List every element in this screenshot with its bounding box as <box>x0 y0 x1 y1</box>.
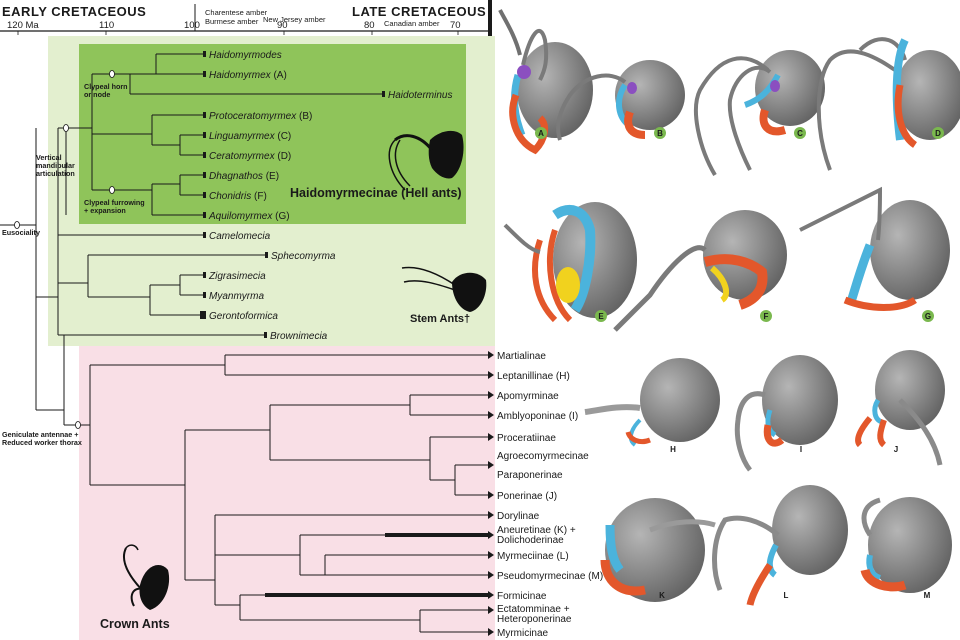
panel-label-d: D <box>935 129 941 138</box>
hell-ant-taxa: Haidomyrmodes Haidomyrmex (A) Haidotermi… <box>208 50 452 222</box>
geniculate-label-2: Reduced worker thorax <box>2 438 82 447</box>
taxon-ceratomyrmex: Ceratomyrmex (D) <box>209 151 291 162</box>
panel-label-f: F <box>764 312 769 321</box>
taxon-ponerinae: Ponerinae (J) <box>497 491 557 502</box>
taxon-amblyoponinae: Amblyoponinae (I) <box>497 411 578 422</box>
taxon-aneuretinae: Aneuretinae (K) + <box>497 525 576 536</box>
crown-ant-silhouette-icon <box>123 544 170 610</box>
specimen-h-illustration: H <box>584 358 720 454</box>
specimen-e-illustration: E <box>503 202 637 323</box>
tick-90: 90 <box>277 20 288 31</box>
charentese-amber-label: Charentese amber <box>205 8 268 17</box>
tick-100: 100 <box>184 20 200 31</box>
taxon-dorylinae: Dorylinae <box>497 511 540 522</box>
taxon-myanmyrma: Myanmyrma <box>209 291 264 302</box>
panel-label-i: I <box>800 445 802 454</box>
taxon-paraponerinae: Paraponerinae <box>497 470 563 481</box>
clypeal-horn-label-2: or node <box>84 90 110 99</box>
panel-label-m: M <box>924 591 931 600</box>
hell-ant-silhouette-icon <box>388 130 464 191</box>
burmese-amber-label: Burmese amber <box>205 17 259 26</box>
panel-label-h: H <box>670 445 676 454</box>
panel-label-j: J <box>894 445 898 454</box>
specimen-f-illustration: F <box>613 210 787 332</box>
stem-ant-silhouette-icon <box>401 266 487 312</box>
taxon-myrmeciinae: Myrmeciinae (L) <box>497 551 569 562</box>
taxon-protoceratomyrmex: Protoceratomyrmex (B) <box>209 111 312 122</box>
panel-label-k: K <box>659 591 665 600</box>
specimen-b-illustration: B <box>556 60 685 141</box>
time-scale: EARLY CRETACEOUS LATE CRETACEOUS 120 Ma … <box>0 0 492 36</box>
taxon-formicinae: Formicinae <box>497 591 547 602</box>
early-cretaceous-label: EARLY CRETACEOUS <box>2 4 146 19</box>
taxon-agroecomyrmecinae: Agroecomyrmecinae <box>497 451 589 462</box>
taxon-pseudomyrmecinae: Pseudomyrmecinae (M) <box>497 571 603 582</box>
panel-label-c: C <box>797 129 803 138</box>
stem-ant-taxa: Camelomecia Sphecomyrma Zigrasimecia Mya… <box>208 231 336 342</box>
specimen-m-illustration: M <box>860 497 952 600</box>
new-jersey-amber-label: New Jersey amber <box>263 15 326 24</box>
node-labels: Eusociality Clypeal horn or node Vertica… <box>2 82 145 447</box>
canadian-amber-label: Canadian amber <box>384 19 440 28</box>
crown-ant-taxa: Martialinae Leptanillinae (H) Apomyrmina… <box>497 351 603 639</box>
specimen-j-illustration: J <box>855 350 945 466</box>
panel-label-a: A <box>538 129 544 138</box>
taxon-ectatomminae: Ectatomminae + <box>497 604 570 615</box>
specimen-k-illustration: K <box>600 498 716 602</box>
node-markers <box>14 70 115 429</box>
taxon-myrmicinae: Myrmicinae <box>497 628 549 639</box>
vertical-articulation-label-3: articulation <box>36 169 75 178</box>
vertical-articulation-label-1: Vertical <box>36 153 62 162</box>
panel-label-l: L <box>784 591 789 600</box>
clypeal-furrowing-label-1: Clypeal furrowing <box>84 198 145 207</box>
specimen-c-illustration: C <box>693 50 825 177</box>
stem-ants-title: Stem Ants† <box>410 313 470 325</box>
taxon-martialinae: Martialinae <box>497 351 546 362</box>
tick-80: 80 <box>364 20 375 31</box>
hell-ants-title: Haidomyrmecinae (Hell ants) <box>290 186 462 200</box>
specimen-l-illustration: L <box>712 485 848 606</box>
tick-110: 110 <box>99 20 114 31</box>
taxon-linguamyrmex: Linguamyrmex (C) <box>209 131 291 142</box>
taxon-sphecomyrma: Sphecomyrma <box>271 251 336 262</box>
panel-label-b: B <box>657 129 663 138</box>
taxon-haidoterminus: Haidoterminus <box>388 90 452 101</box>
taxon-dhagnathos: Dhagnathos (E) <box>209 171 279 182</box>
crown-arrowheads <box>488 351 494 636</box>
taxon-haidomyrmex: Haidomyrmex (A) <box>209 70 287 81</box>
specimen-i-illustration: I <box>734 355 838 472</box>
taxon-aquilomyrmex: Aquilomyrmex (G) <box>208 211 290 222</box>
eusociality-label: Eusociality <box>2 228 40 237</box>
taxon-leptanillinae: Leptanillinae (H) <box>497 371 570 382</box>
specimen-g-illustration: G <box>799 186 950 322</box>
specimen-d-illustration: D <box>816 37 960 171</box>
taxon-haidomyrmodes: Haidomyrmodes <box>209 50 282 61</box>
taxon-dolichoderinae: Dolichoderinae <box>497 535 564 546</box>
taxon-proceratiinae: Proceratiinae <box>497 433 556 444</box>
vertical-articulation-label-2: mandibular <box>36 161 75 170</box>
specimen-a-illustration: A <box>498 9 593 155</box>
fossil-range-bars <box>200 51 488 597</box>
clypeal-horn-label-1: Clypeal horn <box>84 82 128 91</box>
geniculate-label-1: Geniculate antennae + <box>2 430 79 439</box>
taxon-brownimecia: Brownimecia <box>270 331 328 342</box>
taxon-heteroponerinae: Heteroponerinae <box>497 614 572 625</box>
taxon-zigrasimecia: Zigrasimecia <box>208 271 266 282</box>
clypeal-furrowing-label-2: + expansion <box>84 206 126 215</box>
taxon-gerontoformica: Gerontoformica <box>209 311 278 322</box>
taxon-camelomecia: Camelomecia <box>209 231 271 242</box>
crown-ants-title: Crown Ants <box>100 617 170 631</box>
tick-120: 120 Ma <box>7 20 39 31</box>
taxon-apomyrminae: Apomyrminae <box>497 391 559 402</box>
panel-label-e: E <box>598 312 604 321</box>
late-cretaceous-label: LATE CRETACEOUS <box>352 4 486 19</box>
tick-70: 70 <box>450 20 461 31</box>
taxon-chonidris: Chonidris (F) <box>209 191 267 202</box>
panel-label-g: G <box>925 312 931 321</box>
